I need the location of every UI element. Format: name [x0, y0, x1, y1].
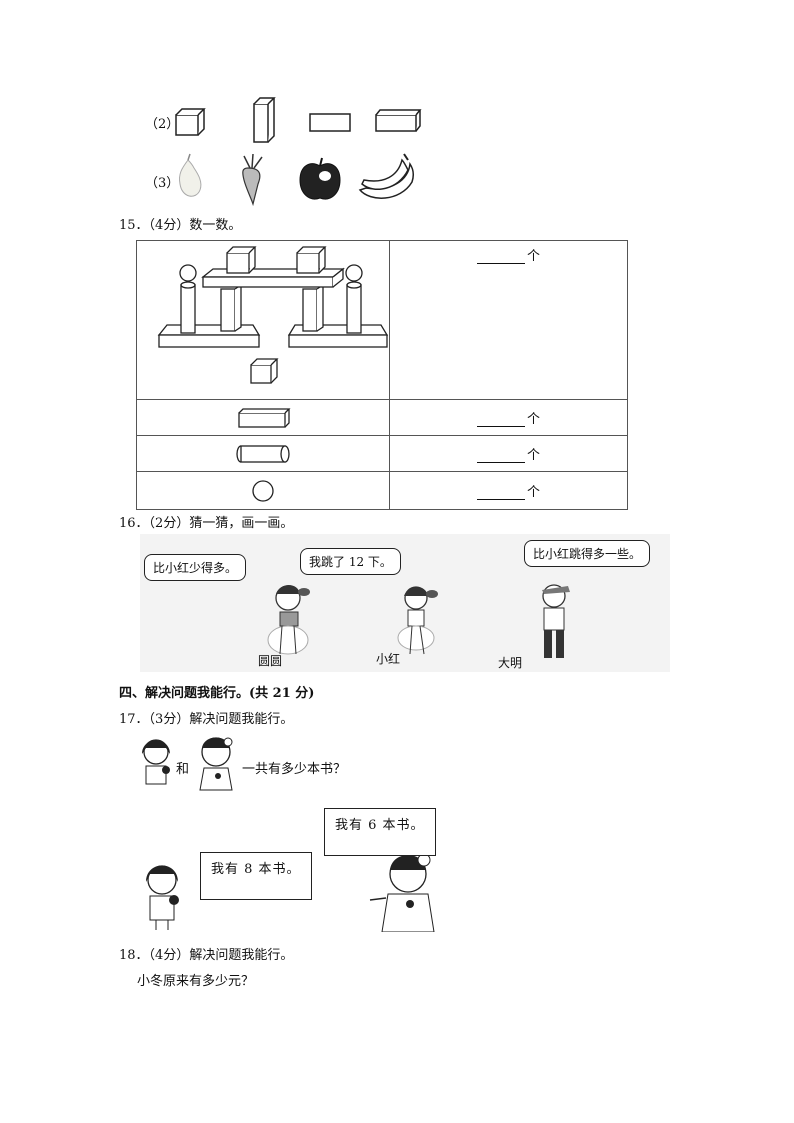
q15-title: 15．（4分）数一数。 [119, 218, 242, 233]
answer-cell-cuboid: 个 [389, 399, 628, 436]
right-cylinder-icon [346, 281, 362, 334]
answer-blank[interactable] [476, 485, 525, 500]
cuboid-icon [238, 407, 291, 428]
name-daming: 大明 [498, 656, 523, 670]
right-sphere-icon [345, 264, 363, 282]
name-xiaohong: 小红 [376, 652, 401, 666]
name-yuanyuan: 圆圆 [258, 654, 283, 668]
shape-cell-cylinder [136, 435, 390, 472]
q18-question: 小冬原来有多少元？ [137, 974, 255, 989]
answer-blank[interactable] [476, 249, 525, 264]
speech-bubble-2: 我跳了 12 下。 [300, 548, 401, 575]
cylinder-icon [236, 444, 290, 463]
shape-cell-sphere [136, 471, 390, 510]
tall-prism-icon [253, 97, 276, 143]
unit-label: 个 [526, 249, 540, 264]
carrot-icon [242, 153, 263, 207]
row-3-label: （3） [145, 176, 180, 191]
fruits-row-3 [179, 153, 415, 207]
top-right-cube-icon [296, 246, 327, 274]
table-row: 个 [136, 471, 628, 510]
left-sphere-icon [179, 264, 197, 282]
cuboid-icon [375, 109, 422, 132]
rectangle-icon [309, 113, 351, 132]
speech-bubble-3: 比小红跳得多一些。 [524, 540, 651, 567]
answer-cell-cylinder: 个 [389, 435, 628, 472]
q17-title: 17．（3分）解决问题我能行。 [119, 712, 294, 727]
section-4-heading: 四、解决问题我能行。(共 21 分) [119, 686, 315, 701]
answer-cell-sphere: 个 [389, 471, 628, 510]
left-pillar-icon [220, 283, 242, 332]
girl-left-icon [146, 865, 179, 930]
cube-icon [175, 108, 206, 136]
q17-and: 和 [176, 762, 190, 777]
left-base-icon [157, 324, 261, 348]
left-cylinder-icon [180, 281, 196, 334]
girl-small-2-icon [199, 737, 233, 791]
table-row: 个 [136, 435, 628, 472]
row-2-label: （2） [145, 117, 180, 132]
count-table: 个 个 个 [136, 240, 628, 510]
unit-label: 个 [526, 485, 540, 500]
unit-label: 个 [526, 448, 540, 463]
speech-bubble-right: 我有 6 本书。 [324, 808, 436, 856]
top-left-cube-icon [226, 246, 257, 274]
sphere-icon [252, 479, 274, 502]
cube-shape-icon [250, 358, 279, 384]
bananas-icon [358, 153, 415, 199]
unit-label: 个 [526, 412, 540, 427]
right-pillar-icon [302, 283, 324, 332]
structure-cell [136, 240, 390, 400]
girl-yuanyuan-icon [267, 585, 310, 655]
speech-bubble-left: 我有 8 本书。 [200, 852, 312, 900]
answer-blank[interactable] [476, 448, 525, 463]
table-row: 个 [136, 240, 628, 400]
q17-scene: 我有 8 本书。 我有 6 本书。 [138, 806, 470, 932]
q18-title: 18．（4分）解决问题我能行。 [119, 948, 294, 963]
pear-icon [179, 153, 202, 197]
girl-small-icon [142, 739, 170, 785]
boy-daming-icon [542, 584, 570, 658]
q16-title: 16．（2分）猜一猜，画一画。 [119, 516, 294, 531]
q16-scene: 比小红少得多。 我跳了 12 下。 比小红跳得多一些。 圆圆 小红 大明 [140, 534, 670, 672]
girl-right-icon [369, 853, 435, 932]
top-beam-icon [201, 267, 345, 288]
q17-question: 一共有多少本书？ [242, 762, 347, 777]
table-row: 个 [136, 399, 628, 436]
answer-blank[interactable] [476, 412, 525, 427]
block-structure-illustration [157, 246, 389, 384]
answer-cell-cube: 个 [389, 240, 628, 400]
girl-xiaohong-icon [397, 586, 438, 655]
shape-cell-cuboid [136, 399, 390, 436]
shapes-row-2 [175, 97, 422, 143]
speech-bubble-1: 比小红少得多。 [144, 554, 247, 581]
apple-icon [299, 157, 341, 200]
